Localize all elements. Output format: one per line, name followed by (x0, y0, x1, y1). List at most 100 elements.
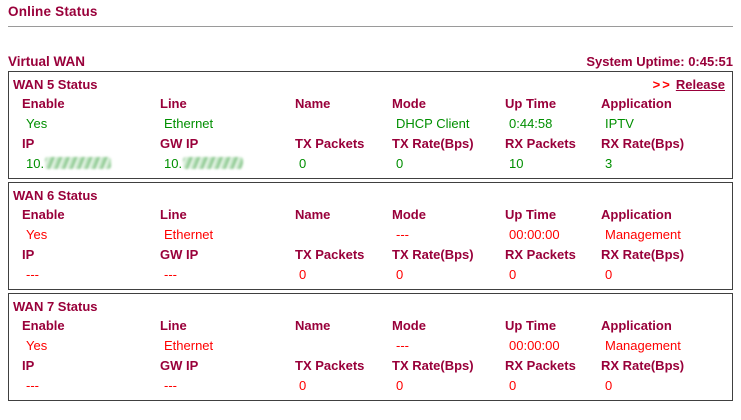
name-value (295, 336, 392, 356)
column-header: Enable (22, 207, 65, 222)
column-header: TX Packets (295, 358, 365, 373)
column-header: IP (22, 358, 35, 373)
column-header: Name (295, 318, 331, 333)
enable-value: Yes (26, 116, 48, 131)
wan6-row2-values: --- --- 0 0 0 0 (9, 265, 732, 285)
wan6-title-row: WAN 6 Status (9, 186, 732, 205)
application-value: Management (605, 338, 681, 353)
column-header: Up Time (505, 96, 557, 111)
gw-ip-prefix: 10. (164, 156, 183, 171)
column-header: GW IP (160, 136, 199, 151)
gw-ip-value: --- (164, 267, 177, 282)
wan6-row1-values: Yes Ethernet --- 00:00:00 Management (9, 225, 732, 245)
online-status-page: Online Status Virtual WAN System Uptime:… (8, 4, 733, 401)
column-header: TX Rate(Bps) (392, 136, 474, 151)
wan7-row2-headers: IP GW IP TX Packets TX Rate(Bps) RX Pack… (9, 356, 732, 376)
column-header: Line (160, 96, 187, 111)
wan7-row1-values: Yes Ethernet --- 00:00:00 Management (9, 336, 732, 356)
column-header: Enable (22, 318, 65, 333)
release-link[interactable]: >>Release (653, 75, 725, 94)
mode-value: --- (396, 227, 409, 242)
wan5-row1-values: Yes Ethernet DHCP Client 0:44:58 IPTV (9, 114, 732, 134)
column-header: TX Rate(Bps) (392, 247, 474, 262)
application-value: Management (605, 227, 681, 242)
release-label: Release (675, 77, 725, 92)
page-title: Online Status (8, 4, 98, 19)
ip-value: --- (26, 267, 39, 282)
wan5-title: WAN 5 Status (13, 77, 98, 92)
column-header: Up Time (505, 207, 557, 222)
wan5-section: WAN 5 Status >>Release Enable Line Name … (8, 71, 733, 179)
column-header: IP (22, 247, 35, 262)
ip-value: --- (26, 378, 39, 393)
tx-packets-value: 0 (299, 378, 307, 393)
column-header: Mode (392, 207, 426, 222)
tx-rate-value: 0 (396, 378, 404, 393)
column-header: Name (295, 207, 331, 222)
column-header: IP (22, 136, 35, 151)
virtual-wan-title: Virtual WAN (8, 54, 86, 69)
uptime-value: 00:00:00 (509, 227, 560, 242)
mode-value: DHCP Client (396, 116, 470, 131)
application-value: IPTV (605, 116, 634, 131)
wan7-row2-values: --- --- 0 0 0 0 (9, 376, 732, 396)
wan7-row1-headers: Enable Line Name Mode Up Time Applicatio… (9, 316, 732, 336)
column-header: GW IP (160, 247, 199, 262)
wan6-row2-headers: IP GW IP TX Packets TX Rate(Bps) RX Pack… (9, 245, 732, 265)
uptime-value: 00:00:00 (509, 338, 560, 353)
tx-packets-value: 0 (299, 267, 307, 282)
wan5-row1-headers: Enable Line Name Mode Up Time Applicatio… (9, 94, 732, 114)
name-value (295, 114, 392, 134)
enable-value: Yes (26, 227, 48, 242)
redacted-gw-ip-scribble (183, 157, 244, 169)
column-header: Up Time (505, 318, 557, 333)
uptime-value: 0:44:58 (509, 116, 553, 131)
virtual-wan-header: Virtual WAN System Uptime: 0:45:51 (8, 54, 733, 69)
column-header: RX Packets (505, 247, 576, 262)
wan5-title-row: WAN 5 Status >>Release (9, 75, 732, 94)
wan5-row2-values: 10. 10. 0 0 10 3 (9, 154, 732, 174)
redacted-ip-scribble (45, 157, 112, 169)
system-uptime: System Uptime: 0:45:51 (586, 54, 733, 69)
line-value: Ethernet (164, 338, 214, 353)
column-header: RX Rate(Bps) (601, 136, 685, 151)
title-divider (8, 26, 733, 27)
column-header: RX Rate(Bps) (601, 247, 685, 262)
rx-packets-value: 0 (509, 378, 517, 393)
column-header: RX Rate(Bps) (601, 358, 685, 373)
column-header: Application (601, 96, 672, 111)
wan7-title-row: WAN 7 Status (9, 297, 732, 316)
rx-packets-value: 10 (509, 156, 524, 171)
column-header: RX Packets (505, 358, 576, 373)
mode-value: --- (396, 338, 409, 353)
column-header: Enable (22, 96, 65, 111)
column-header: Application (601, 207, 672, 222)
column-header: RX Packets (505, 136, 576, 151)
rx-rate-value: 0 (605, 378, 613, 393)
column-header: Application (601, 318, 672, 333)
ip-value: 10. (22, 154, 160, 174)
enable-value: Yes (26, 338, 48, 353)
column-header: Mode (392, 96, 426, 111)
rx-rate-value: 3 (605, 156, 613, 171)
name-value (295, 225, 392, 245)
wan7-title: WAN 7 Status (13, 299, 98, 314)
rx-packets-value: 0 (509, 267, 517, 282)
column-header: Line (160, 207, 187, 222)
column-header: Name (295, 96, 331, 111)
gw-ip-value: --- (164, 378, 177, 393)
tx-packets-value: 0 (299, 156, 307, 171)
line-value: Ethernet (164, 116, 214, 131)
gw-ip-value: 10. (160, 154, 295, 174)
wan5-row2-headers: IP GW IP TX Packets TX Rate(Bps) RX Pack… (9, 134, 732, 154)
release-chevrons-icon: >> (652, 77, 672, 92)
wan6-section: WAN 6 Status Enable Line Name Mode Up Ti… (8, 182, 733, 290)
wan6-row1-headers: Enable Line Name Mode Up Time Applicatio… (9, 205, 732, 225)
rx-rate-value: 0 (605, 267, 613, 282)
line-value: Ethernet (164, 227, 214, 242)
column-header: GW IP (160, 358, 199, 373)
column-header: TX Rate(Bps) (392, 358, 474, 373)
tx-rate-value: 0 (396, 267, 404, 282)
tx-rate-value: 0 (396, 156, 404, 171)
column-header: Mode (392, 318, 426, 333)
